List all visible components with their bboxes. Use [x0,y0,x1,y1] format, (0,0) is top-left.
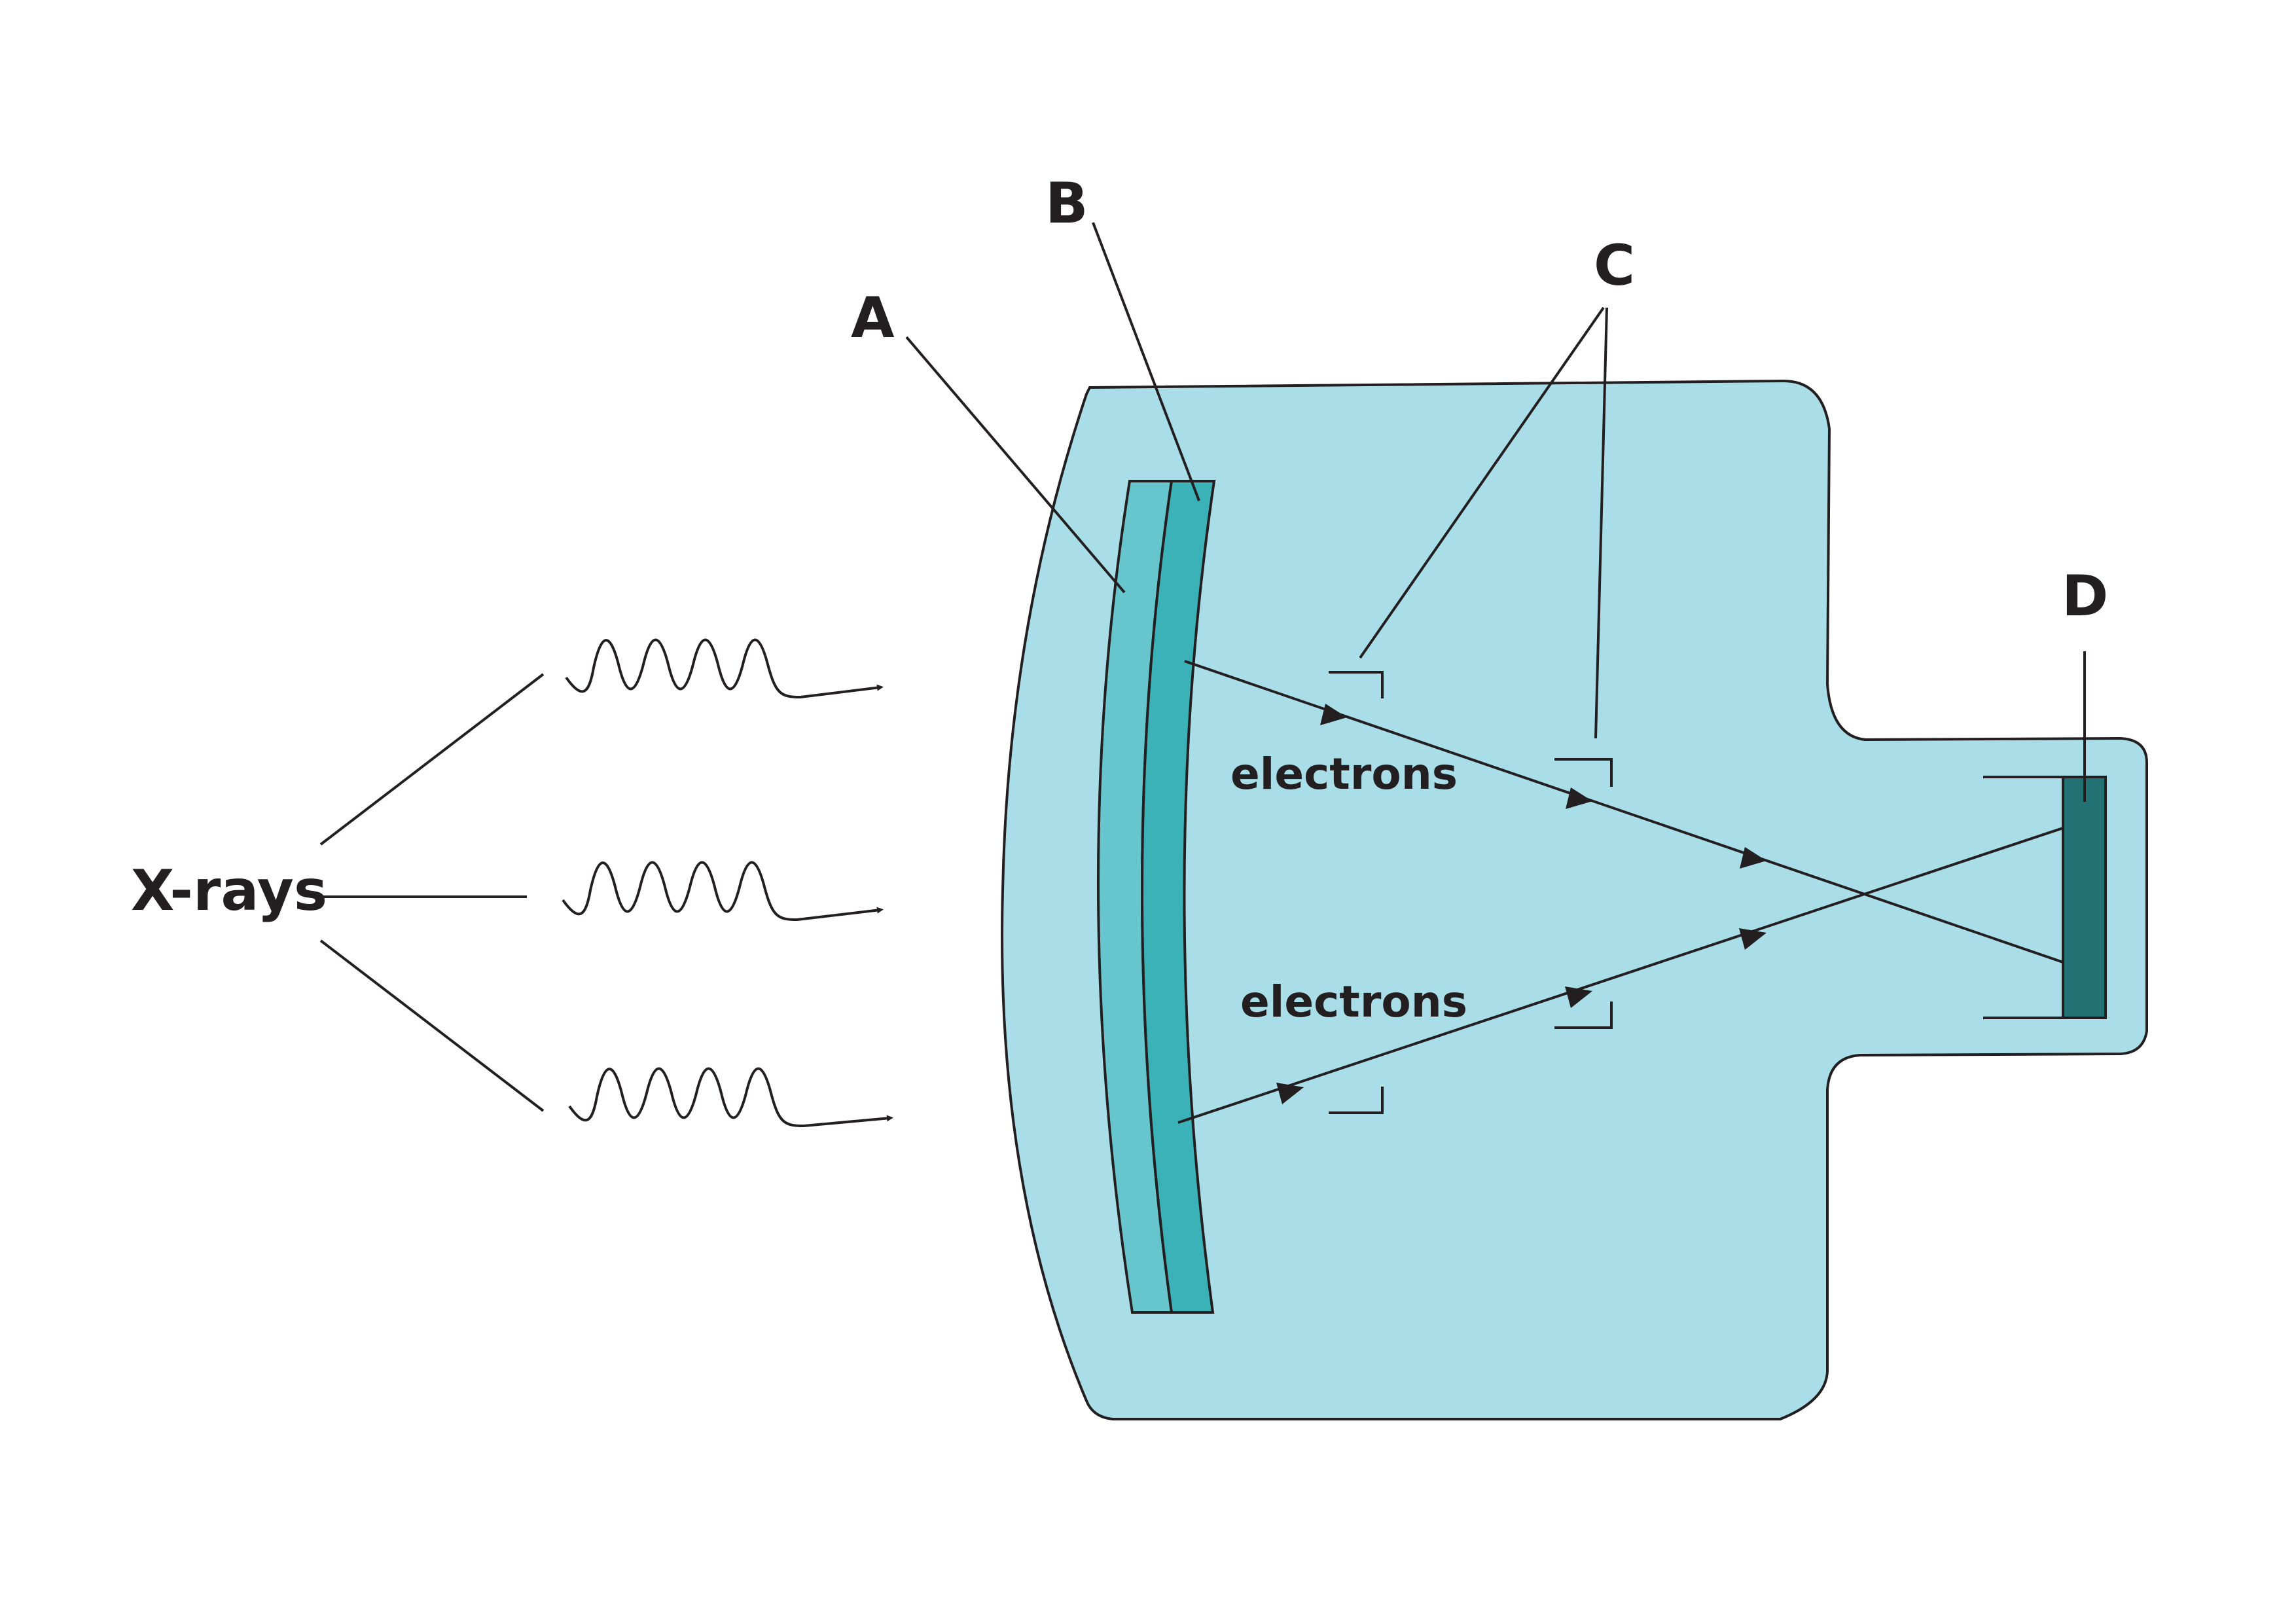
xray-pointer-top [319,673,545,846]
electron-arrow-upper-1 [1320,704,1347,725]
label-electrons-lower: electrons [1240,977,1467,1027]
xray-wave-bottom [568,1067,893,1128]
leader-line-c-2 [1594,307,1608,739]
electron-arrow-lower-3 [1739,928,1767,950]
label-b: B [1045,171,1088,236]
label-d: D [2062,564,2108,629]
electron-arrow-upper-2 [1566,787,1592,809]
photocathode-layer-b [1141,480,1216,1314]
leader-line-a [905,336,1126,594]
leader-line-c-1 [1359,306,1605,659]
xray-wave-top [565,638,884,699]
label-electrons-upper: electrons [1230,749,1458,799]
focusing-electrode-2-lower [1554,1001,1613,1029]
electron-arrow-lower-2 [1565,986,1592,1008]
xray-pointer-bottom [319,939,545,1112]
label-a: A [851,285,895,351]
label-xrays: X-rays [131,858,327,924]
focusing-electrode-1-lower [1329,1087,1384,1114]
electron-arrow-lower-1 [1276,1083,1304,1104]
electron-arrow-upper-3 [1740,847,1767,869]
electron-path-lower [1177,827,2064,1124]
output-phosphor-screen-d [2062,776,2107,1019]
label-c: C [1594,233,1635,298]
focusing-electrode-1-upper [1329,671,1384,698]
focusing-electrode-2-upper [1554,758,1613,787]
intensifier-tube-body [1001,379,2148,1420]
leader-line-b [1092,222,1200,501]
xray-wave-middle [562,861,884,922]
